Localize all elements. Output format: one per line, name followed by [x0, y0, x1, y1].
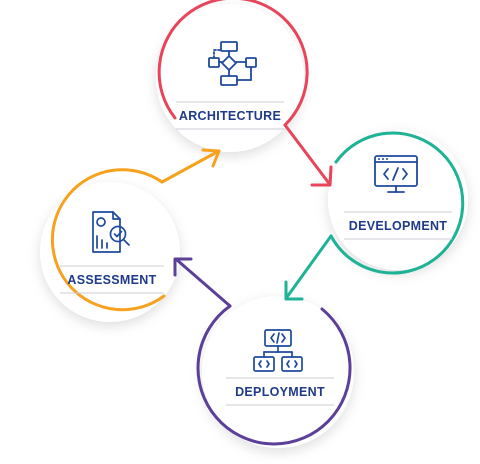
document-search-icon — [92, 211, 130, 253]
assessment-ring — [50, 168, 166, 312]
development-label: DEVELOPMENT — [349, 219, 448, 233]
arrow-assessment-to-architecture — [160, 148, 221, 184]
deployment-ring — [196, 304, 352, 446]
network-code-icon — [253, 329, 303, 372]
window-dot-1 — [378, 158, 380, 160]
assessment-node: ASSESSMENT — [60, 211, 164, 294]
code-monitor-icon — [374, 155, 418, 193]
development-node: DEVELOPMENT — [344, 155, 452, 240]
deployment-node: DEPLOYMENT — [226, 329, 334, 406]
development-ring — [329, 131, 465, 275]
window-dot-2 — [382, 158, 384, 160]
flowchart-icon — [208, 41, 257, 86]
arrow-development-to-deployment — [284, 234, 333, 301]
window-dot-3 — [386, 158, 388, 160]
deployment-label: DEPLOYMENT — [235, 385, 325, 399]
architecture-ring — [157, 0, 309, 127]
arrow-deployment-to-assessment — [173, 257, 232, 308]
architecture-node: ARCHITECTURE — [176, 41, 284, 130]
assessment-label: ASSESSMENT — [67, 273, 156, 287]
architecture-label: ARCHITECTURE — [179, 109, 281, 123]
arrow-architecture-to-development — [283, 123, 333, 187]
